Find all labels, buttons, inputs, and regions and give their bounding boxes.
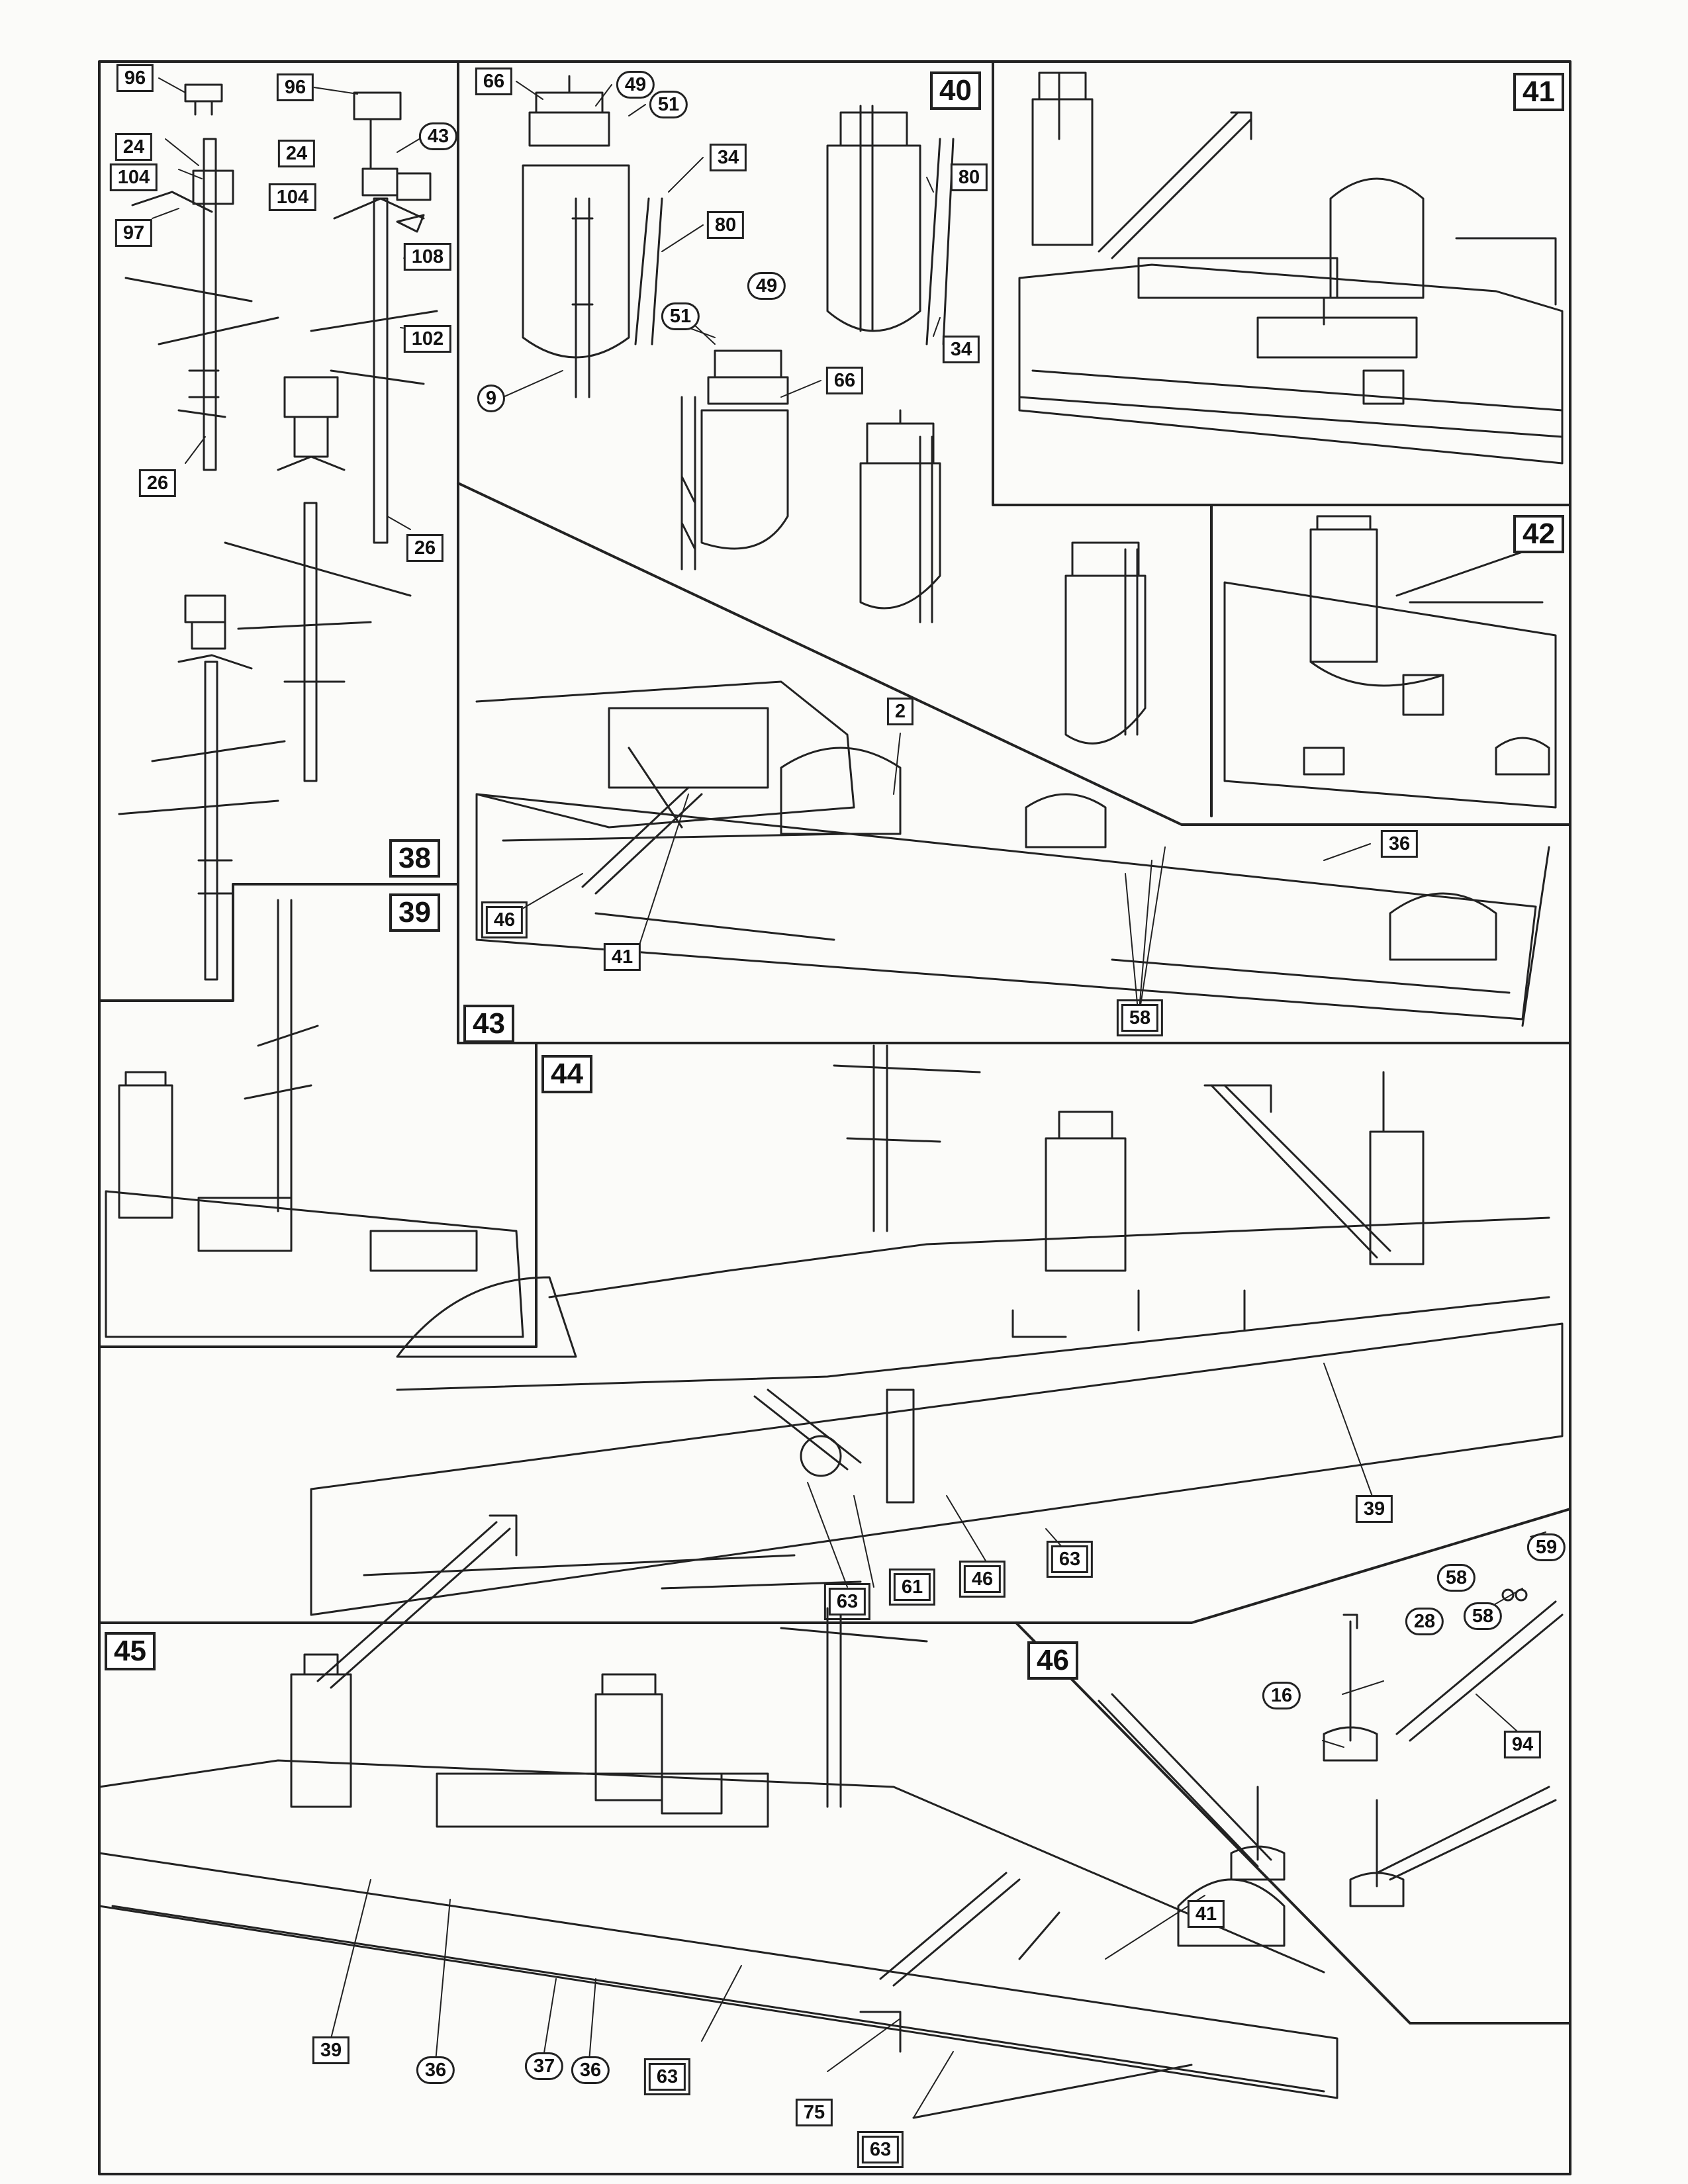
funnel-rear [680,349,789,570]
step-40: 40 [930,71,981,110]
part-label-2: 2 [886,698,914,725]
step-46: 46 [1027,1641,1078,1680]
part-label-80: 80 [706,211,745,239]
part-label-66: 66 [475,68,513,95]
part-label-102: 102 [403,325,452,353]
funnel-rear-assembled [859,409,941,623]
part-label-39: 39 [312,2036,350,2064]
part-label-36: 36 [1380,830,1419,858]
step-44: 44 [541,1055,592,1093]
part-label-39: 39 [1355,1495,1393,1523]
part-label-24: 24 [277,140,316,167]
part-label-97: 97 [115,219,153,247]
part-label-34: 34 [942,336,980,363]
mast-c [224,376,412,782]
step-41: 41 [1513,73,1564,111]
funnel-front-assembled [826,105,955,345]
hull-step44 [310,1044,1564,1616]
part-label-61: 61 [888,1569,936,1606]
part-label-51: 51 [649,91,688,118]
part-label-24: 24 [115,133,153,161]
part-label-96: 96 [116,64,154,92]
part-label-46: 46 [481,901,528,938]
part-label-49: 49 [747,272,786,300]
panel-frames [98,60,1571,2175]
crane-step46 [1098,1588,1564,1907]
step-38: 38 [389,839,440,878]
part-label-41: 41 [1187,1900,1225,1928]
funnel-front [522,75,663,398]
part-label-41: 41 [603,943,641,971]
side-view-step38 [105,899,524,1338]
part-label-63: 63 [823,1583,871,1620]
step-43: 43 [463,1005,514,1043]
part-label-28: 28 [1405,1608,1444,1635]
part-label-59: 59 [1526,1533,1566,1561]
part-label-108: 108 [403,243,452,271]
part-label-104: 104 [268,183,317,211]
part-label-36: 36 [416,2056,455,2084]
part-label-63: 63 [857,2131,904,2168]
part-label-46: 46 [959,1561,1006,1598]
mast-a [124,83,279,471]
part-label-37: 37 [524,2052,564,2080]
part-label-34: 34 [709,144,747,171]
step-39: 39 [389,893,440,932]
forward-deck-step43 [475,680,1550,1027]
part-label-9: 9 [477,385,506,412]
superstructure-step41 [1018,71,1564,465]
superstructure-step42 [1223,515,1557,809]
part-label-26: 26 [138,469,177,497]
mast-d [118,594,286,981]
funnel-drawings [522,75,1147,745]
part-label-49: 49 [616,71,655,99]
hull-step45 [98,1514,1338,2119]
part-label-58: 58 [1116,999,1164,1036]
part-label-80: 80 [950,163,988,191]
part-label-96: 96 [276,73,314,101]
step-42: 42 [1513,515,1564,553]
mast-b [310,91,438,544]
part-label-58: 58 [1436,1564,1476,1592]
step-45: 45 [105,1632,156,1670]
part-label-75: 75 [795,2099,833,2126]
funnel-step42 [1064,541,1147,745]
part-label-104: 104 [109,163,158,191]
mast-drawings [118,83,438,981]
part-label-66: 66 [825,367,864,394]
part-label-51: 51 [661,302,700,330]
part-label-63: 63 [1046,1541,1094,1578]
part-label-58: 58 [1463,1602,1503,1630]
part-label-16: 16 [1262,1682,1301,1709]
part-label-94: 94 [1503,1731,1542,1758]
part-label-63: 63 [643,2058,691,2095]
part-label-36: 36 [571,2056,610,2084]
part-label-26: 26 [406,534,444,562]
part-label-43: 43 [418,122,458,150]
